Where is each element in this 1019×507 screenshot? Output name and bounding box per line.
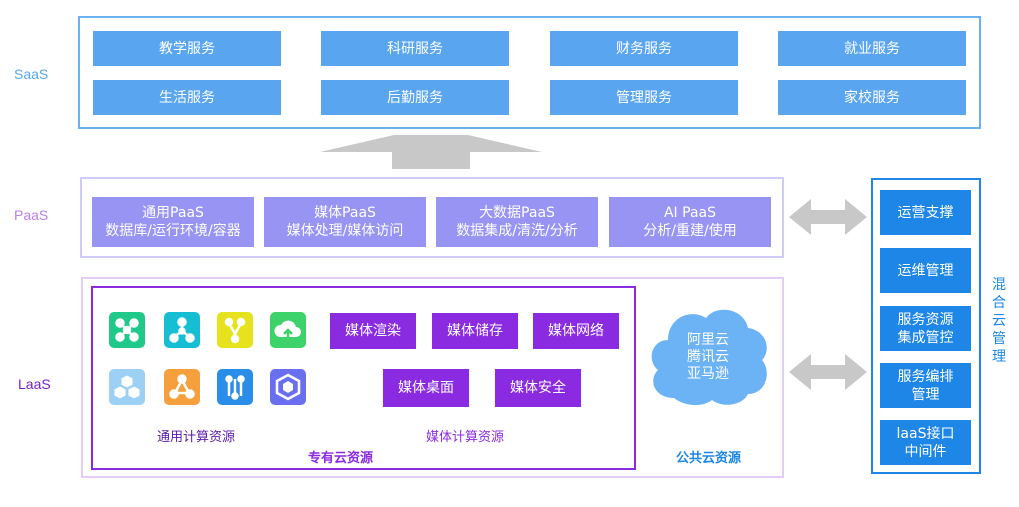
public-cloud-providers: 阿里云 腾讯云 亚马逊 — [680, 332, 736, 383]
paas-block-detail: 分析/重建/使用 — [643, 223, 737, 239]
media-render-cell[interactable]: 媒体渲染 — [330, 313, 416, 349]
paas-block-media[interactable]: 媒体PaaS 媒体处理/媒体访问 — [264, 197, 426, 247]
mgmt-item-ops-management[interactable]: 运维管理 — [880, 248, 971, 293]
media-storage-cell[interactable]: 媒体储存 — [432, 313, 518, 349]
private-cloud-frame — [91, 286, 636, 470]
mgmt-item-label-2: 中间件 — [904, 443, 947, 460]
paas-block-detail: 媒体处理/媒体访问 — [286, 223, 404, 239]
laas-layer-label: LaaS — [18, 376, 51, 392]
saas-service-finance[interactable]: 财务服务 — [550, 31, 738, 66]
media-desktop-cell[interactable]: 媒体桌面 — [383, 369, 469, 407]
public-cloud-aliyun: 阿里云 — [687, 332, 729, 348]
public-cloud-tencent: 腾讯云 — [687, 349, 729, 365]
paas-layer-label: PaaS — [14, 207, 49, 223]
mgmt-item-label: laaS接口 — [896, 425, 955, 442]
mgmt-item-label: 服务编排 — [897, 368, 954, 385]
saas-service-management[interactable]: 管理服务 — [550, 80, 738, 115]
mgmt-item-label-2: 集成管控 — [897, 329, 954, 346]
media-compute-label: 媒体计算资源 — [426, 430, 505, 445]
network-node-icon — [109, 312, 145, 348]
paas-block-ai[interactable]: AI PaaS 分析/重建/使用 — [609, 197, 771, 247]
saas-service-life[interactable]: 生活服务 — [93, 80, 281, 115]
general-compute-label: 通用计算资源 — [157, 430, 236, 445]
paas-frame — [80, 177, 784, 258]
saas-service-research[interactable]: 科研服务 — [321, 31, 509, 66]
saas-service-teaching[interactable]: 教学服务 — [93, 31, 281, 66]
media-security-cell[interactable]: 媒体安全 — [495, 369, 581, 407]
saas-service-home-school[interactable]: 家校服务 — [778, 80, 966, 115]
cluster-nodes-icon — [164, 312, 200, 348]
paas-block-detail: 数据库/运行环境/容器 — [105, 223, 241, 239]
up-arrow-icon — [320, 135, 542, 169]
mgmt-item-label-2: 管理 — [911, 386, 940, 403]
cubes-icon — [109, 369, 145, 405]
git-branch-icon — [217, 369, 253, 405]
laas-frame — [81, 277, 784, 478]
private-cloud-label: 专有云资源 — [308, 451, 374, 466]
saas-frame — [78, 16, 981, 129]
mgmt-title: 混合云管理 — [992, 277, 1006, 365]
mgmt-item-operation-support[interactable]: 运营支撑 — [880, 190, 971, 235]
paas-mgmt-double-arrow-icon — [789, 199, 867, 235]
hub-nodes-icon — [164, 369, 200, 405]
mgmt-item-label: 服务资源 — [897, 311, 954, 328]
mgmt-item-label: 运营支撑 — [897, 204, 954, 221]
media-network-cell[interactable]: 媒体网络 — [533, 313, 619, 349]
paas-block-title: 大数据PaaS — [479, 205, 555, 221]
paas-block-title: AI PaaS — [663, 205, 716, 221]
public-cloud-label: 公共云资源 — [676, 451, 742, 466]
mgmt-frame — [871, 178, 981, 474]
mgmt-item-orchestration[interactable]: 服务编排 管理 — [880, 363, 971, 408]
saas-layer-label: SaaS — [14, 66, 49, 82]
mgmt-item-iaas-middleware[interactable]: laaS接口 中间件 — [880, 420, 971, 465]
laas-mgmt-double-arrow-icon — [789, 354, 867, 390]
share-branch-icon — [217, 312, 253, 348]
saas-service-logistics[interactable]: 后勤服务 — [321, 80, 509, 115]
mgmt-item-label: 运维管理 — [897, 262, 954, 279]
cloud-icon — [651, 309, 767, 406]
paas-block-detail: 数据集成/清洗/分析 — [456, 223, 578, 239]
public-cloud-amazon: 亚马逊 — [687, 366, 729, 382]
saas-service-employment[interactable]: 就业服务 — [778, 31, 966, 66]
paas-block-title: 媒体PaaS — [314, 205, 376, 221]
paas-block-title: 通用PaaS — [142, 205, 204, 221]
paas-block-general[interactable]: 通用PaaS 数据库/运行环境/容器 — [92, 197, 254, 247]
container-box-icon — [270, 369, 306, 405]
cloud-upload-icon — [270, 312, 306, 348]
paas-block-bigdata[interactable]: 大数据PaaS 数据集成/清洗/分析 — [436, 197, 598, 247]
mgmt-item-resource-integration[interactable]: 服务资源 集成管控 — [880, 306, 971, 351]
